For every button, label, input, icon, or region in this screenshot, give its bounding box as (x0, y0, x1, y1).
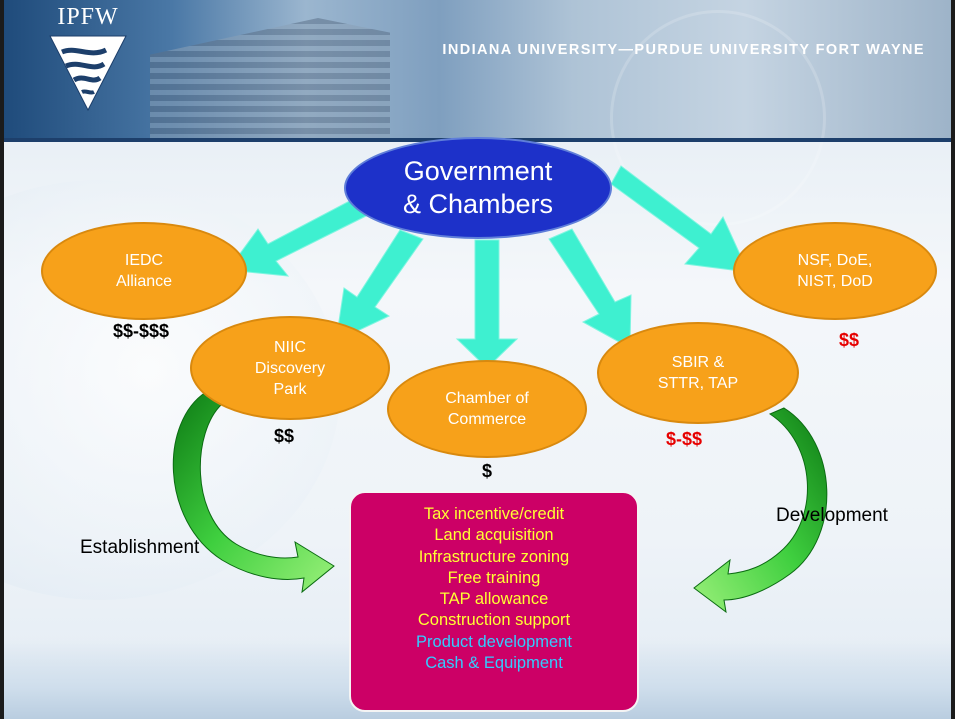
arrow-to-iedc (227, 195, 371, 277)
benefit-item: TAP allowance (439, 590, 549, 609)
node-label: NIST, DoD (797, 273, 873, 290)
funding-chamber: $ (482, 461, 493, 481)
establishment-label: Establishment (80, 537, 200, 558)
benefit-item: Infrastructure zoning (418, 547, 570, 566)
node-label: Discovery (254, 359, 326, 377)
node-label: STTR, TAP (657, 375, 739, 392)
node-label: NSF, DoE, (797, 252, 873, 269)
node-label: Alliance (115, 273, 173, 290)
benefit-item: Tax incentive/credit (423, 505, 565, 523)
establishment-curved-arrow (172, 391, 335, 594)
benefit-item: Free training (447, 568, 541, 587)
funding-niic: $$ (274, 426, 295, 446)
arrow-to-chamber (455, 239, 519, 369)
nsf-doe-nist-dod-oval: NSF, DoE, NIST, DoD (733, 222, 937, 320)
funding-sbir: $-$$ (666, 429, 703, 449)
benefit-item: Land acquisition (434, 526, 554, 545)
niic-discovery-park-oval: NIIC Discovery Park (190, 316, 390, 420)
development-curved-arrow (693, 407, 828, 614)
benefits-box: Tax incentive/credit Land acquisition In… (349, 491, 639, 712)
chamber-of-commerce-oval: Chamber of Commerce (387, 360, 587, 458)
benefit-item: Product development (416, 632, 572, 651)
node-label: Commerce (447, 411, 527, 428)
arrow-to-nsf (610, 165, 749, 273)
node-label: IEDC (124, 252, 164, 269)
iedc-alliance-oval: IEDC Alliance (41, 222, 247, 320)
node-label: NIIC (274, 338, 306, 356)
ipfw-logo-icon (49, 35, 127, 112)
funding-iedc: $$-$$$ (113, 321, 170, 341)
logo-text: IPFW (57, 4, 119, 30)
node-label: Park (273, 380, 307, 398)
node-label: Chamber of (445, 390, 529, 407)
arrow-to-sbir (548, 228, 632, 349)
sbir-sttr-tap-oval: SBIR & STTR, TAP (597, 322, 799, 424)
arrow-to-niic (335, 229, 424, 342)
government-line-2: & Chambers (402, 189, 554, 219)
benefit-item: Construction support (417, 611, 571, 630)
benefit-item: Cash & Equipment (425, 654, 563, 673)
node-label: SBIR & (671, 354, 725, 371)
government-chambers-oval: Government & Chambers (344, 137, 612, 239)
university-title: INDIANA UNIVERSITY—PURDUE UNIVERSITY FOR… (442, 42, 925, 58)
funding-nsf: $$ (839, 330, 860, 350)
development-label: Development (776, 505, 888, 526)
header-banner (0, 0, 955, 226)
government-line-1: Government (403, 156, 553, 186)
